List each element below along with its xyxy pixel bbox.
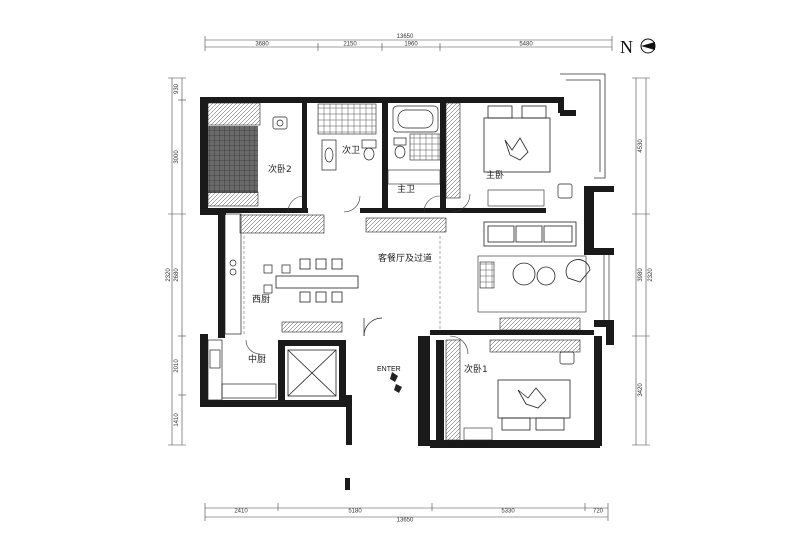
- sofa: [483, 221, 577, 247]
- stove-icon: [229, 259, 237, 276]
- bedroom2-wardrobe: [207, 102, 261, 126]
- gate-post: [345, 478, 350, 490]
- label-master-bath: 主卫: [397, 183, 415, 195]
- sink-icon: [321, 139, 337, 171]
- coffee-table: [512, 262, 556, 286]
- sideboard: [281, 321, 343, 333]
- label-bedroom2: 次卧2: [268, 163, 292, 175]
- master-bath-shower: [409, 133, 441, 161]
- north-arrow-icon: [640, 38, 656, 54]
- entrance-door: [363, 317, 383, 337]
- right-dim-1: 4530: [638, 139, 644, 153]
- kitchen-counter: [224, 213, 242, 335]
- door-swings: [245, 193, 471, 355]
- second-bath-shower: [317, 103, 377, 135]
- bottom-total-dim: 13650: [397, 518, 414, 524]
- chair-icon: [557, 183, 573, 199]
- bottom-dim-4: 720: [593, 509, 604, 515]
- bedroom2-bed: [208, 126, 258, 193]
- living-rug: [477, 255, 587, 313]
- chair-icon: [272, 116, 288, 130]
- label-master-bedroom: 主卧: [486, 169, 504, 181]
- balcony: [560, 73, 606, 179]
- left-dim-5: 2010: [174, 359, 180, 373]
- left-dimension-lines: [168, 77, 186, 446]
- bedroom2-cabinet: [207, 191, 259, 207]
- master-bath-vanity: [387, 169, 441, 185]
- top-dimension-lines: [204, 36, 613, 51]
- bathtub-icon: [392, 105, 439, 133]
- bedroom1-bed: [497, 379, 571, 431]
- top-dim-3: 1960: [404, 42, 418, 48]
- right-dimension-lines: [632, 77, 650, 446]
- bedroom1-wardrobe: [445, 339, 461, 441]
- right-dim-3: 3980: [638, 268, 644, 282]
- toilet-icon: [393, 137, 407, 159]
- right-dim-4: 3420: [638, 383, 644, 397]
- label-chinese-kitchen: 中厨: [248, 353, 266, 365]
- dining-table: [275, 258, 359, 303]
- chinese-kitchen-stove: [221, 383, 277, 399]
- bedroom1-cabinet: [489, 339, 581, 353]
- top-dim-2: 2150: [343, 42, 357, 48]
- sink-icon: [209, 349, 221, 369]
- label-entrance: ENTER: [377, 366, 401, 373]
- left-dim-2: 3000: [174, 150, 180, 164]
- chair-icon: [559, 351, 575, 365]
- living-window: [603, 255, 610, 320]
- exterior-walls: [200, 97, 614, 448]
- dashed-lines: [243, 236, 441, 334]
- footprint-icon: [390, 372, 402, 393]
- master-wardrobe: [445, 102, 461, 199]
- label-living-dining: 客餐厅及过道: [378, 252, 432, 264]
- top-total-dim: 13650: [397, 34, 414, 40]
- hallway-cabinet: [365, 217, 447, 233]
- bottom-dimension-lines: [204, 503, 609, 521]
- label-second-bath: 次卫: [342, 144, 360, 156]
- master-dresser: [487, 189, 545, 207]
- north-label: N: [620, 37, 633, 57]
- master-bed: [483, 105, 551, 173]
- side-cabinet: [479, 261, 495, 289]
- bottom-dim-3: 5330: [501, 509, 515, 515]
- left-dim-6: 1410: [174, 413, 180, 427]
- kitchen-upper-cabinet: [239, 214, 325, 234]
- chinese-kitchen-counter: [207, 339, 223, 401]
- left-dim-1: 930: [174, 83, 180, 94]
- left-dim-4: 2680: [174, 268, 180, 282]
- top-dim-4: 5480: [519, 42, 533, 48]
- toilet-icon: [361, 139, 377, 161]
- label-western-kitchen: 西厨: [252, 294, 270, 305]
- right-dim-2: 2320: [648, 268, 654, 282]
- bedroom1-desk: [463, 427, 493, 441]
- label-bedroom1: 次卧1: [464, 363, 488, 375]
- armchair-icon: [565, 259, 591, 283]
- top-dim-1: 3680: [255, 42, 269, 48]
- bottom-dim-2: 5180: [348, 509, 362, 515]
- bottom-dim-1: 2410: [234, 509, 248, 515]
- island-stools: [263, 264, 291, 294]
- elevator-shaft: [287, 349, 337, 397]
- tv-cabinet: [499, 317, 581, 331]
- left-dim-3: 2320: [166, 268, 172, 282]
